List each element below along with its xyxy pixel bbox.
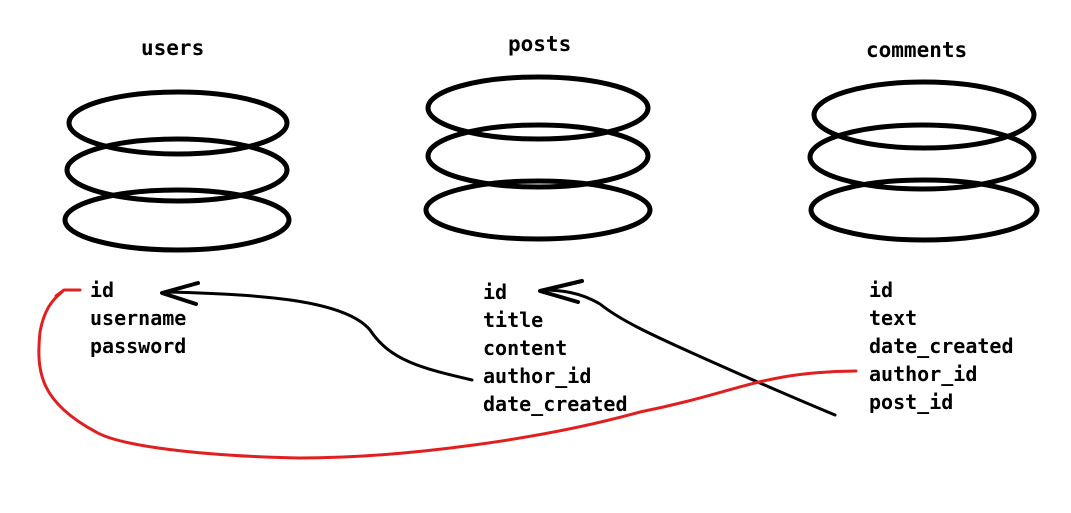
field-comments-text: text: [869, 306, 918, 330]
field-posts-content: content: [483, 336, 568, 360]
users-table-title: users: [141, 36, 205, 60]
field-comments-author-id: author_id: [869, 362, 978, 386]
posts-table-title: posts: [508, 32, 572, 56]
field-users-id: id: [90, 278, 115, 302]
comments-database-icon: [807, 79, 1040, 243]
users-database-icon: [62, 89, 292, 253]
comments-table-title: comments: [866, 38, 968, 62]
comments-field-list: id text date_created author_id post_id: [869, 276, 1014, 416]
arrowhead-users-id-red: [54, 288, 82, 298]
arrowhead-posts-id-black: [538, 279, 584, 304]
posts-field-list: id title content author_id date_created: [483, 278, 628, 418]
field-users-password: password: [90, 334, 187, 358]
field-comments-id: id: [869, 278, 894, 302]
field-users-username: username: [90, 306, 187, 330]
arrowhead-users-id-black: [160, 281, 200, 306]
field-posts-title: title: [483, 308, 544, 332]
users-field-list: id username password: [90, 276, 186, 360]
field-posts-date-created: date_created: [483, 392, 628, 416]
field-posts-id: id: [483, 280, 508, 304]
posts-database-icon: [423, 74, 653, 242]
relation-arrow-comments-post-to-posts-id: [540, 288, 837, 417]
relation-arrow-comments-author-to-users-id: [37, 290, 858, 460]
field-comments-post-id: post_id: [869, 390, 954, 414]
field-posts-author-id: author_id: [483, 364, 592, 388]
relation-arrow-posts-author-to-users-id: [163, 290, 474, 382]
field-comments-date-created: date_created: [869, 334, 1014, 358]
